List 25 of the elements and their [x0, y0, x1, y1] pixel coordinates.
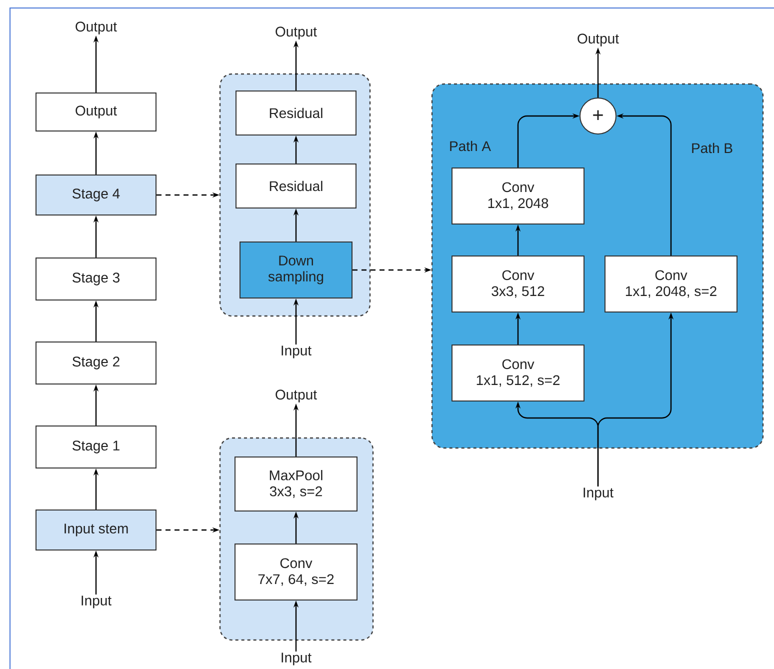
io-label: Input: [282, 346, 312, 358]
io-label: Output: [276, 390, 317, 402]
layer-box: Stage 1: [36, 426, 156, 468]
layer-box: Conv 1x1, 512, s=2: [452, 344, 584, 402]
io-label: Output: [276, 26, 317, 40]
io-label: Output: [578, 34, 619, 46]
layer-box: Stage 4: [36, 174, 156, 216]
io-label: Input: [282, 652, 312, 666]
layer-box: Output: [36, 92, 156, 132]
layer-box: Conv 1x1, 2048: [452, 168, 584, 224]
layer-box: Conv 7x7, 64, s=2: [234, 543, 358, 600]
path-label: Path A: [450, 140, 491, 152]
io-label: Input: [82, 596, 112, 608]
layer-box: Conv 3x3, 512: [452, 256, 584, 312]
layer-box: Down sampling: [240, 242, 352, 298]
path-label: Path B: [692, 142, 732, 154]
io-label: Output: [76, 22, 117, 34]
layer-box: Residual: [236, 164, 356, 208]
layer-box: Stage 3: [36, 258, 156, 300]
layer-box: Residual: [236, 90, 356, 136]
layer-box: Stage 2: [36, 342, 156, 384]
layer-box: MaxPool 3x3, s=2: [234, 456, 358, 512]
io-label: Input: [584, 488, 614, 500]
layer-box: Conv 1x1, 2048, s=2: [604, 256, 738, 312]
layer-box: Input stem: [36, 510, 156, 550]
